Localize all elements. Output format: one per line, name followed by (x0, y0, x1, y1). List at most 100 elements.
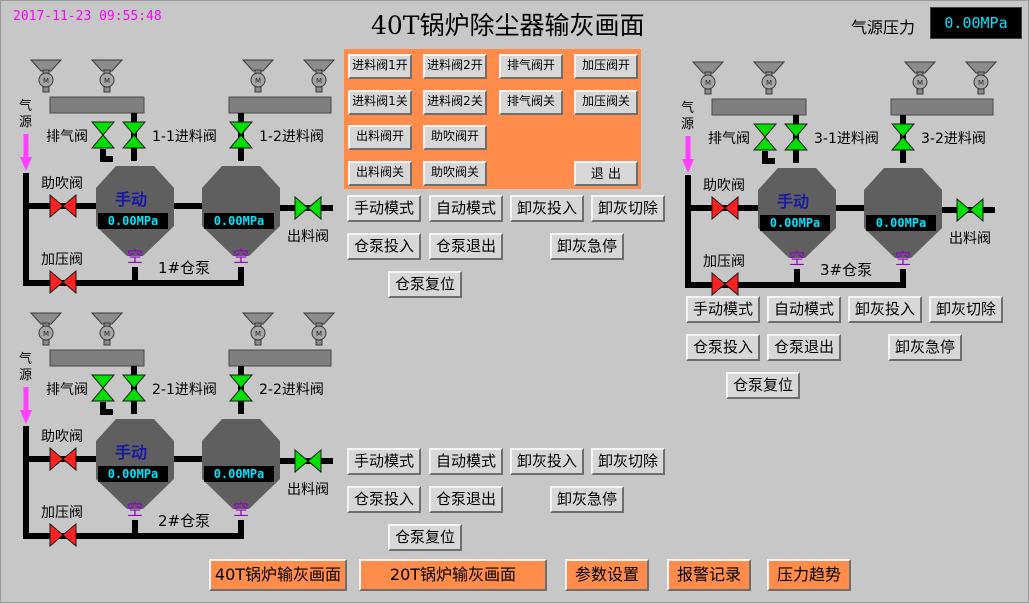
unit1-pump-name: 1#仓泵 (158, 259, 211, 277)
unit3-pump-in-button[interactable]: 仓泵投入 (686, 334, 760, 361)
unit1-pump-out-button[interactable]: 仓泵退出 (429, 233, 503, 260)
unit3-pump-2-status: 空 (895, 249, 912, 268)
unit1-exhaust-pipe (100, 149, 113, 162)
exhaust-valve-close-button[interactable]: 排气阀关 (499, 90, 563, 115)
unit3-outlet-valve-label: 出料阀 (949, 231, 991, 247)
unit3-exhaust-valve-label: 排气阀 (708, 131, 750, 147)
svg-text:M: M (104, 330, 110, 338)
exit-button[interactable]: 退 出 (574, 161, 638, 186)
unit1-auto-mode-button[interactable]: 自动模式 (429, 195, 503, 222)
unit2-motor-4-icon: M (302, 312, 336, 346)
unit1-pump-1-status: 空 (127, 247, 144, 266)
unit2-inlet-valve-2-icon (228, 374, 254, 402)
unit3-air-source-label: 气源 (681, 101, 695, 132)
unit2-manual-mode-button[interactable]: 手动模式 (347, 448, 421, 475)
unit2-pump-in-button[interactable]: 仓泵投入 (347, 486, 421, 513)
unit3-boost-valve-icon (711, 271, 739, 297)
unit2-discharge-cut-button[interactable]: 卸灰切除 (591, 448, 665, 475)
unit2-discharge-start-button[interactable]: 卸灰投入 (510, 448, 584, 475)
svg-text:M: M (705, 79, 711, 87)
unit2-inlet-valve-2-label: 2-2进料阀 (259, 382, 324, 398)
assist-valve-open-button[interactable]: 助吹阀开 (423, 125, 487, 150)
unit3-pump-1-status: 空 (789, 249, 806, 268)
nav-20t-boiler-screen[interactable]: 20T锅炉输灰画面 (359, 559, 547, 591)
unit3-pump-2-pressure: 0.00MPa (866, 215, 936, 231)
unit3-conveyor-2 (890, 98, 994, 116)
unit1-boost-valve-label: 加压阀 (41, 252, 83, 268)
unit1-motor-1-icon: M (29, 59, 63, 93)
unit2-motor-2-icon: M (90, 312, 124, 346)
unit2-pump-out-button[interactable]: 仓泵退出 (429, 486, 503, 513)
unit2-outlet-valve-label: 出料阀 (287, 482, 329, 498)
unit2-outlet-valve-icon (294, 448, 322, 474)
unit1-assist-valve-icon (49, 193, 77, 219)
unit2-exhaust-pipe (100, 402, 113, 415)
unit2-auto-mode-button[interactable]: 自动模式 (429, 448, 503, 475)
air-pressure-value: 0.00MPa (930, 7, 1022, 39)
unit2-conveyor-2 (228, 349, 332, 367)
unit2-air-source-arrow-icon (20, 410, 32, 424)
unit1-air-source-arrow-icon (20, 157, 32, 171)
nav-alarm-records[interactable]: 报警记录 (667, 559, 751, 591)
unit1-motor-4-icon: M (302, 59, 336, 93)
unit1-outlet-valve-icon (294, 195, 322, 221)
unit1-assist-valve-label: 助吹阀 (41, 176, 83, 192)
nav-40t-boiler-screen[interactable]: 40T锅炉输灰画面 (209, 559, 347, 591)
unit3-discharge-cut-button[interactable]: 卸灰切除 (929, 296, 1003, 323)
unit2-motor-3-icon: M (241, 312, 275, 346)
unit1-inlet-valve-1-icon (121, 121, 147, 149)
svg-text:M: M (255, 330, 261, 338)
unit1-manual-mode-button[interactable]: 手动模式 (347, 195, 421, 222)
unit1-inlet-valve-2-label: 1-2进料阀 (259, 129, 324, 145)
inlet-valve-1-open-button[interactable]: 进料阀1开 (348, 54, 412, 79)
unit3-outlet-valve-icon (956, 197, 984, 223)
outlet-valve-open-button[interactable]: 出料阀开 (348, 125, 412, 150)
unit3-manual-mode-button[interactable]: 手动模式 (686, 296, 760, 323)
unit3-auto-mode-button[interactable]: 自动模式 (767, 296, 841, 323)
inlet-valve-2-open-button[interactable]: 进料阀2开 (423, 54, 487, 79)
air-pressure-label: 气源压力 (851, 18, 916, 37)
unit1-discharge-start-button[interactable]: 卸灰投入 (510, 195, 584, 222)
nav-pressure-trend[interactable]: 压力趋势 (767, 559, 851, 591)
outlet-valve-close-button[interactable]: 出料阀关 (348, 161, 412, 186)
unit2-pump-1-status: 空 (127, 500, 144, 519)
unit3-motor-3-icon: M (903, 61, 937, 95)
unit3-mode-indicator: 手动 (777, 192, 810, 211)
boost-valve-open-button[interactable]: 加压阀开 (574, 54, 638, 79)
unit1-pump-2-pressure: 0.00MPa (204, 213, 274, 229)
assist-valve-close-button[interactable]: 助吹阀关 (423, 161, 487, 186)
unit2-conveyor-1 (49, 349, 145, 367)
svg-text:M: M (43, 330, 49, 338)
exhaust-valve-open-button[interactable]: 排气阀开 (499, 54, 563, 79)
nav-parameter-settings[interactable]: 参数设置 (565, 559, 649, 591)
unit1-pump-1-pressure: 0.00MPa (98, 213, 168, 229)
unit3-emergency-stop-button[interactable]: 卸灰急停 (888, 334, 962, 361)
unit1-pump-in-button[interactable]: 仓泵投入 (347, 233, 421, 260)
unit1-discharge-cut-button[interactable]: 卸灰切除 (591, 195, 665, 222)
unit1-pump-reset-button[interactable]: 仓泵复位 (388, 271, 462, 298)
unit3-discharge-start-button[interactable]: 卸灰投入 (848, 296, 922, 323)
unit3-exhaust-pipe (762, 151, 775, 164)
unit2-emergency-stop-button[interactable]: 卸灰急停 (550, 486, 624, 513)
unit1-inlet-valve-2-icon (228, 121, 254, 149)
unit1-motor-3-icon: M (241, 59, 275, 93)
unit1-outlet-valve-label: 出料阀 (287, 229, 329, 245)
unit2-pump-reset-button[interactable]: 仓泵复位 (388, 524, 462, 551)
unit1-emergency-stop-button[interactable]: 卸灰急停 (550, 233, 624, 260)
unit3-boost-valve-label: 加压阀 (703, 254, 745, 270)
boost-valve-close-button[interactable]: 加压阀关 (574, 90, 638, 115)
unit2-mode-indicator: 手动 (115, 443, 148, 462)
unit1-exhaust-valve-icon (90, 121, 116, 149)
unit3-inlet-valve-2-label: 3-2进料阀 (921, 131, 986, 147)
unit3-pump-out-button[interactable]: 仓泵退出 (767, 334, 841, 361)
unit3-pump-reset-button[interactable]: 仓泵复位 (726, 372, 800, 399)
inlet-valve-2-close-button[interactable]: 进料阀2关 (423, 90, 487, 115)
unit2-pump-tank-1 (96, 419, 174, 509)
unit1-exhaust-valve-label: 排气阀 (46, 129, 88, 145)
unit2-air-source-label: 气源 (19, 352, 33, 383)
unit3-inlet-valve-2-icon (890, 123, 916, 151)
unit3-pump-name: 3#仓泵 (820, 261, 873, 279)
inlet-valve-1-close-button[interactable]: 进料阀1关 (348, 90, 412, 115)
